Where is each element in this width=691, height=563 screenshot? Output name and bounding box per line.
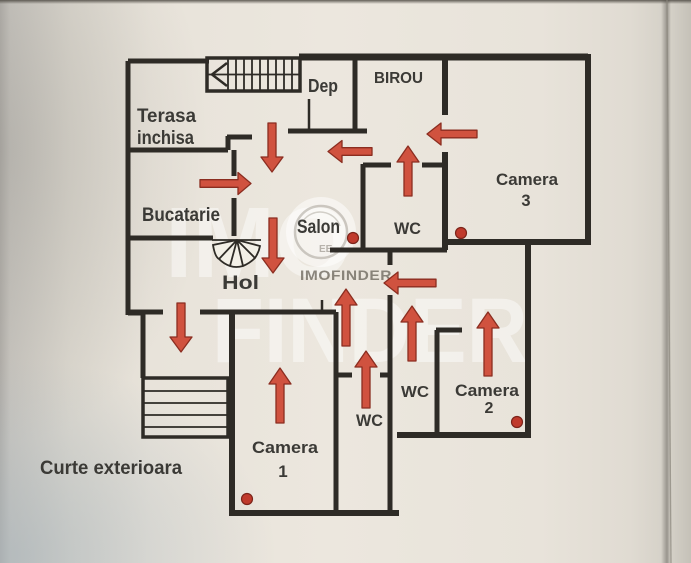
arrow-camera3-exit	[426, 122, 478, 146]
red-dot-marker-camera2	[510, 415, 524, 429]
room-label-terasa-line1: Terasa	[137, 106, 196, 127]
room-label-camera2-number: 2	[485, 400, 494, 417]
red-dot-marker-camera3	[454, 226, 468, 240]
arrow-wc1-exit	[354, 350, 378, 409]
room-label-terasa-line2: inchisa	[137, 128, 194, 149]
arrow-terasa-to-salon	[260, 122, 284, 173]
exit-arrows	[169, 122, 500, 424]
staircase-exterior	[141, 376, 230, 439]
staircase-top	[205, 56, 302, 93]
door-leaf-stubs	[307, 99, 324, 311]
stair-direction-arrow	[209, 62, 228, 87]
area-label-curte: Curte exterioara	[40, 457, 182, 479]
room-label-salon: Salon	[297, 217, 340, 238]
arrow-camera2-exit	[476, 311, 500, 377]
room-label-wc-main: WC	[394, 219, 421, 238]
walls	[125, 53, 591, 516]
arrow-salon-to-hol	[261, 217, 285, 274]
wall-light	[125, 56, 462, 513]
room-label-bucatarie: Bucatarie	[142, 205, 220, 226]
room-labels: Terasa inchisa Dep BIROU Camera 3 WC Buc…	[40, 70, 559, 481]
room-label-wc-mid: WC	[401, 384, 429, 401]
wall-heavy	[229, 54, 591, 516]
room-label-camera3-number: 3	[521, 192, 530, 210]
red-dot-marker-salon	[346, 231, 360, 245]
spiral-staircase	[211, 239, 262, 268]
red-dots	[240, 226, 524, 506]
arrow-corridor-to-hol	[334, 288, 358, 347]
arrow-wc-main-exit	[396, 145, 420, 197]
arrow-exit-to-stairs	[169, 302, 193, 353]
arrow-wc2-exit	[400, 305, 424, 362]
arrow-corridor-west	[383, 271, 437, 295]
room-label-camera1: Camera	[252, 438, 319, 457]
arrow-bucatarie-to-salon	[199, 171, 252, 196]
watermark-logo-marks: EE	[319, 244, 333, 255]
arrow-camera1-exit	[268, 367, 292, 424]
room-label-hol: Hol	[222, 273, 259, 294]
watermark-text-small: IMOFINDER	[300, 267, 392, 283]
arrow-hall-to-salon	[327, 139, 373, 164]
room-label-wc-bottom: WC	[356, 412, 383, 430]
room-label-camera2: Camera	[455, 382, 520, 400]
room-label-birou: BIROU	[374, 70, 423, 87]
room-label-dep: Dep	[308, 76, 338, 96]
red-dot-marker-camera1	[240, 492, 254, 506]
room-label-camera1-number: 1	[278, 462, 287, 481]
watermark: IMO FINDER EE IMOFINDER	[165, 187, 528, 382]
room-label-camera3: Camera	[496, 171, 559, 189]
paper-edge-crease	[666, 0, 672, 563]
